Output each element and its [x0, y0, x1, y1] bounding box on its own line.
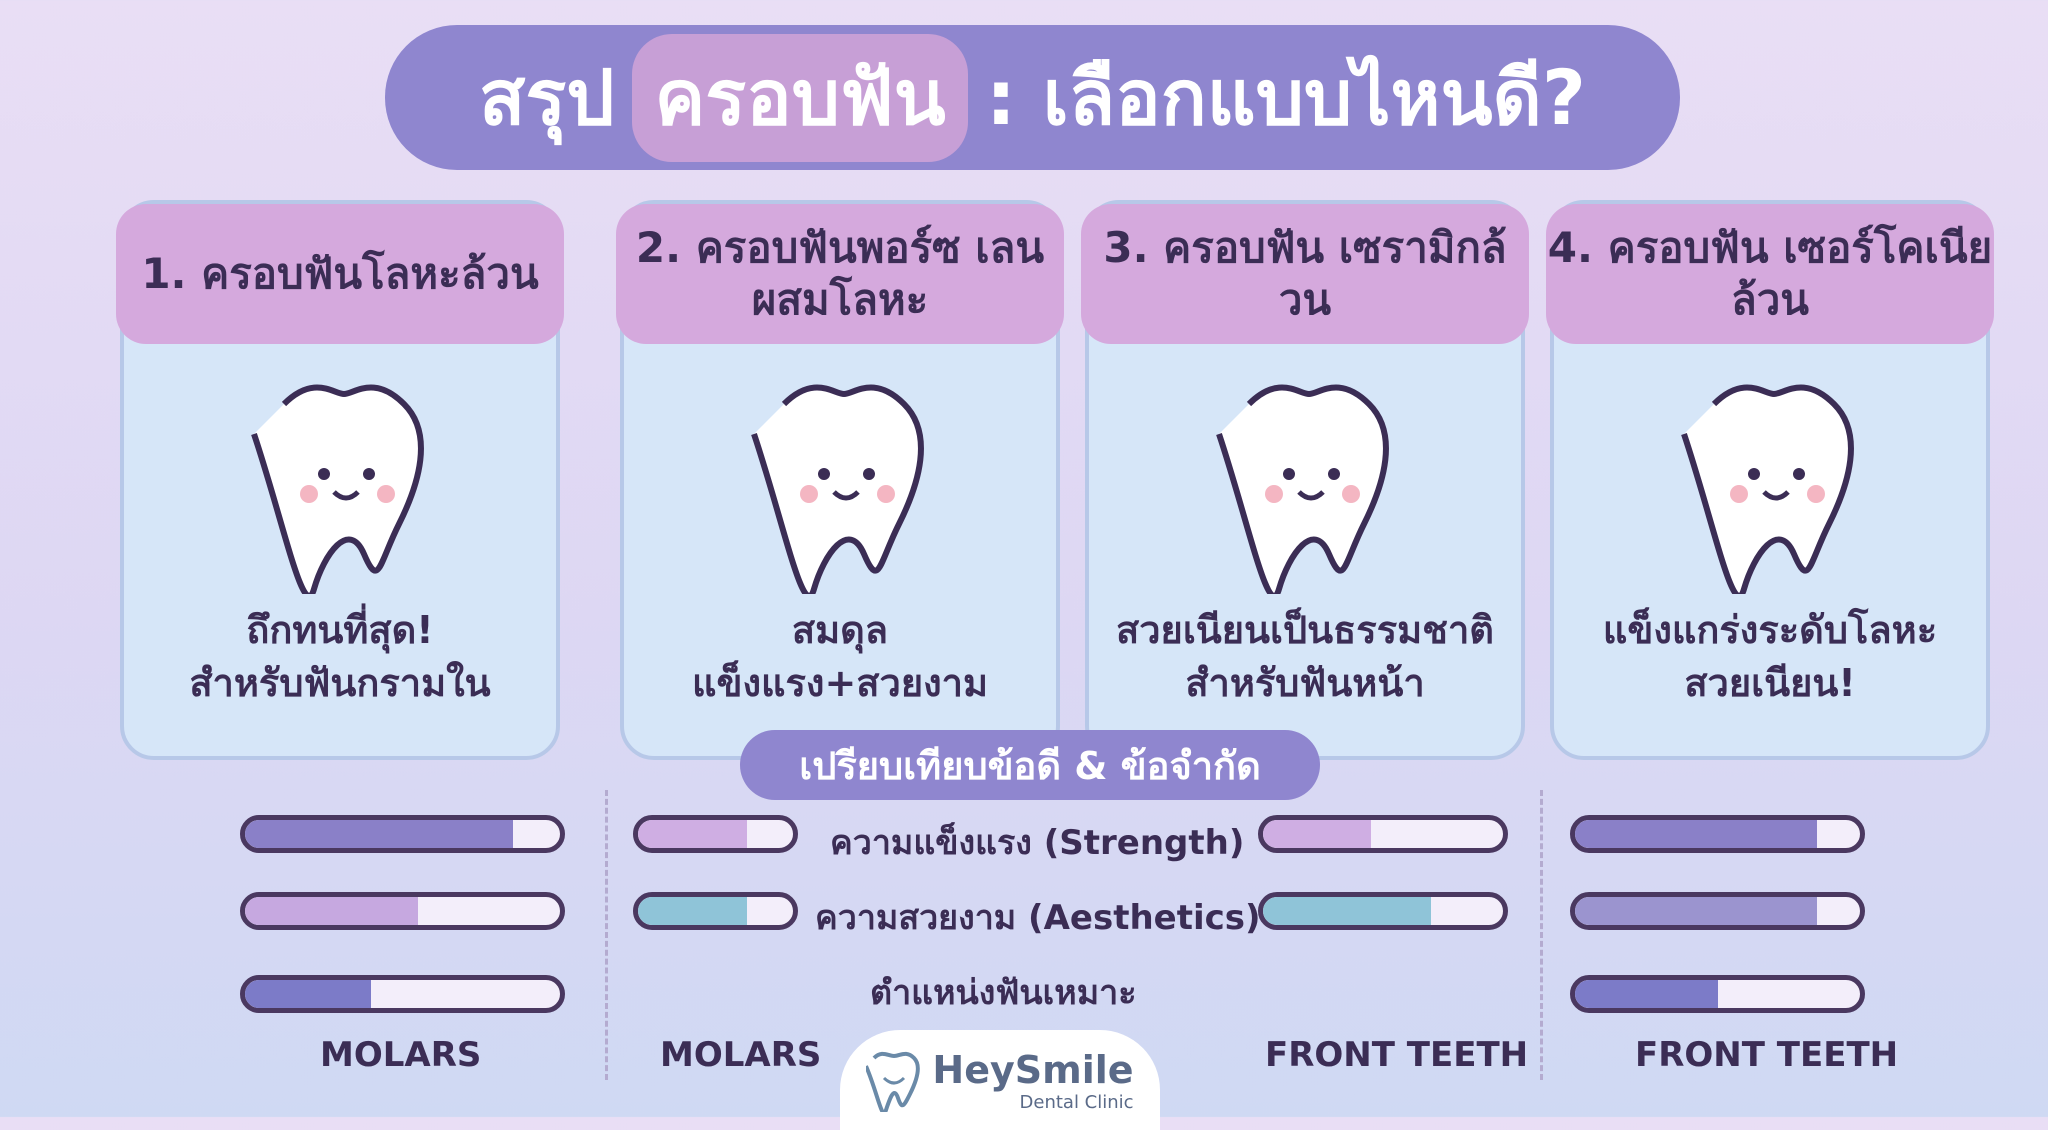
card-desc-line1: แข็งแกร่งระดับโลหะ	[1602, 608, 1938, 652]
strength-bar-4	[1570, 815, 1865, 853]
card-heading: 4. ครอบฟัน เซอร์โคเนียล้วน	[1546, 204, 1994, 344]
card-desc-line2: แข็งแรง+สวยงาม	[691, 661, 989, 706]
crown-card-1: 1. ครอบฟันโลหะล้วนถึกทนที่สุด! สำหรับฟันก…	[116, 200, 564, 760]
aesthetics-label: ความสวยงาม (Aesthetics)	[815, 898, 1261, 938]
tooth-illustration-icon	[251, 384, 424, 594]
tooth-illustration-icon	[1681, 384, 1854, 594]
aesthetics-bar-1	[240, 892, 565, 930]
position-value-2: MOLARS	[660, 1035, 822, 1075]
aesthetics-bar-4	[1570, 892, 1865, 930]
logo-sub: Dental Clinic	[1019, 1091, 1134, 1113]
compare-title: เปรียบเทียบข้อดี & ข้อจำกัด	[740, 730, 1320, 800]
aesthetics-bar-3	[1258, 892, 1508, 930]
divider	[605, 790, 608, 1080]
page-title: สรุป ครอบฟัน : เลือกแบบไหนดี?	[385, 25, 1680, 170]
strength-bar-2	[633, 815, 798, 853]
card-desc-line1: สมดุล	[791, 608, 889, 652]
crown-card-2: 2. ครอบฟันพอร์ซ เลนผสมโลหะสมดุลแข็งแรง+ส…	[616, 200, 1064, 760]
card-desc-line2: สำหรับฟันกรามใน	[189, 661, 491, 706]
tooth-illustration-icon	[1216, 384, 1389, 594]
title-part1: สรุป	[478, 52, 615, 142]
card-desc-line2: สำหรับฟันหน้า	[1185, 661, 1425, 706]
crown-card-4: 4. ครอบฟัน เซอร์โคเนียล้วนแข็งแกร่งระดับ…	[1546, 200, 1994, 760]
tooth-illustration-icon	[751, 384, 924, 594]
divider	[1540, 790, 1543, 1080]
logo: HeySmile Dental Clinic	[840, 1030, 1160, 1130]
card-heading: 3. ครอบฟัน เซรามิกล้วน	[1081, 204, 1529, 344]
position-value-3: FRONT TEETH	[1265, 1035, 1529, 1075]
aesthetics-bar-2	[633, 892, 798, 930]
title-highlight: ครอบฟัน	[632, 33, 968, 162]
crown-card-3: 3. ครอบฟัน เซรามิกล้วนสวยเนียนเป็นธรรมชา…	[1081, 200, 1529, 760]
position-value-4: FRONT TEETH	[1635, 1035, 1899, 1075]
tooth-logo-icon	[866, 1051, 921, 1112]
card-desc-line2: สวยเนียน!	[1684, 661, 1856, 706]
card-heading: 2. ครอบฟันพอร์ซ เลนผสมโลหะ	[616, 204, 1064, 344]
card-desc-line1: สวยเนียนเป็นธรรมชาติ	[1116, 608, 1494, 652]
strength-bar-3	[1258, 815, 1508, 853]
strength-bar-1	[240, 815, 565, 853]
position-bar-4	[1570, 975, 1865, 1013]
logo-name: HeySmile	[932, 1047, 1134, 1092]
position-label: ตำแหน่งฟันเหมาะ	[870, 973, 1137, 1013]
title-part2: : เลือกแบบไหนดี?	[985, 52, 1586, 142]
position-value-1: MOLARS	[320, 1035, 482, 1075]
card-heading: 1. ครอบฟันโลหะล้วน	[116, 204, 564, 344]
card-desc-line1: ถึกทนที่สุด!	[246, 608, 434, 652]
strength-label: ความแข็งแรง (Strength)	[830, 823, 1245, 863]
position-bar-1	[240, 975, 565, 1013]
